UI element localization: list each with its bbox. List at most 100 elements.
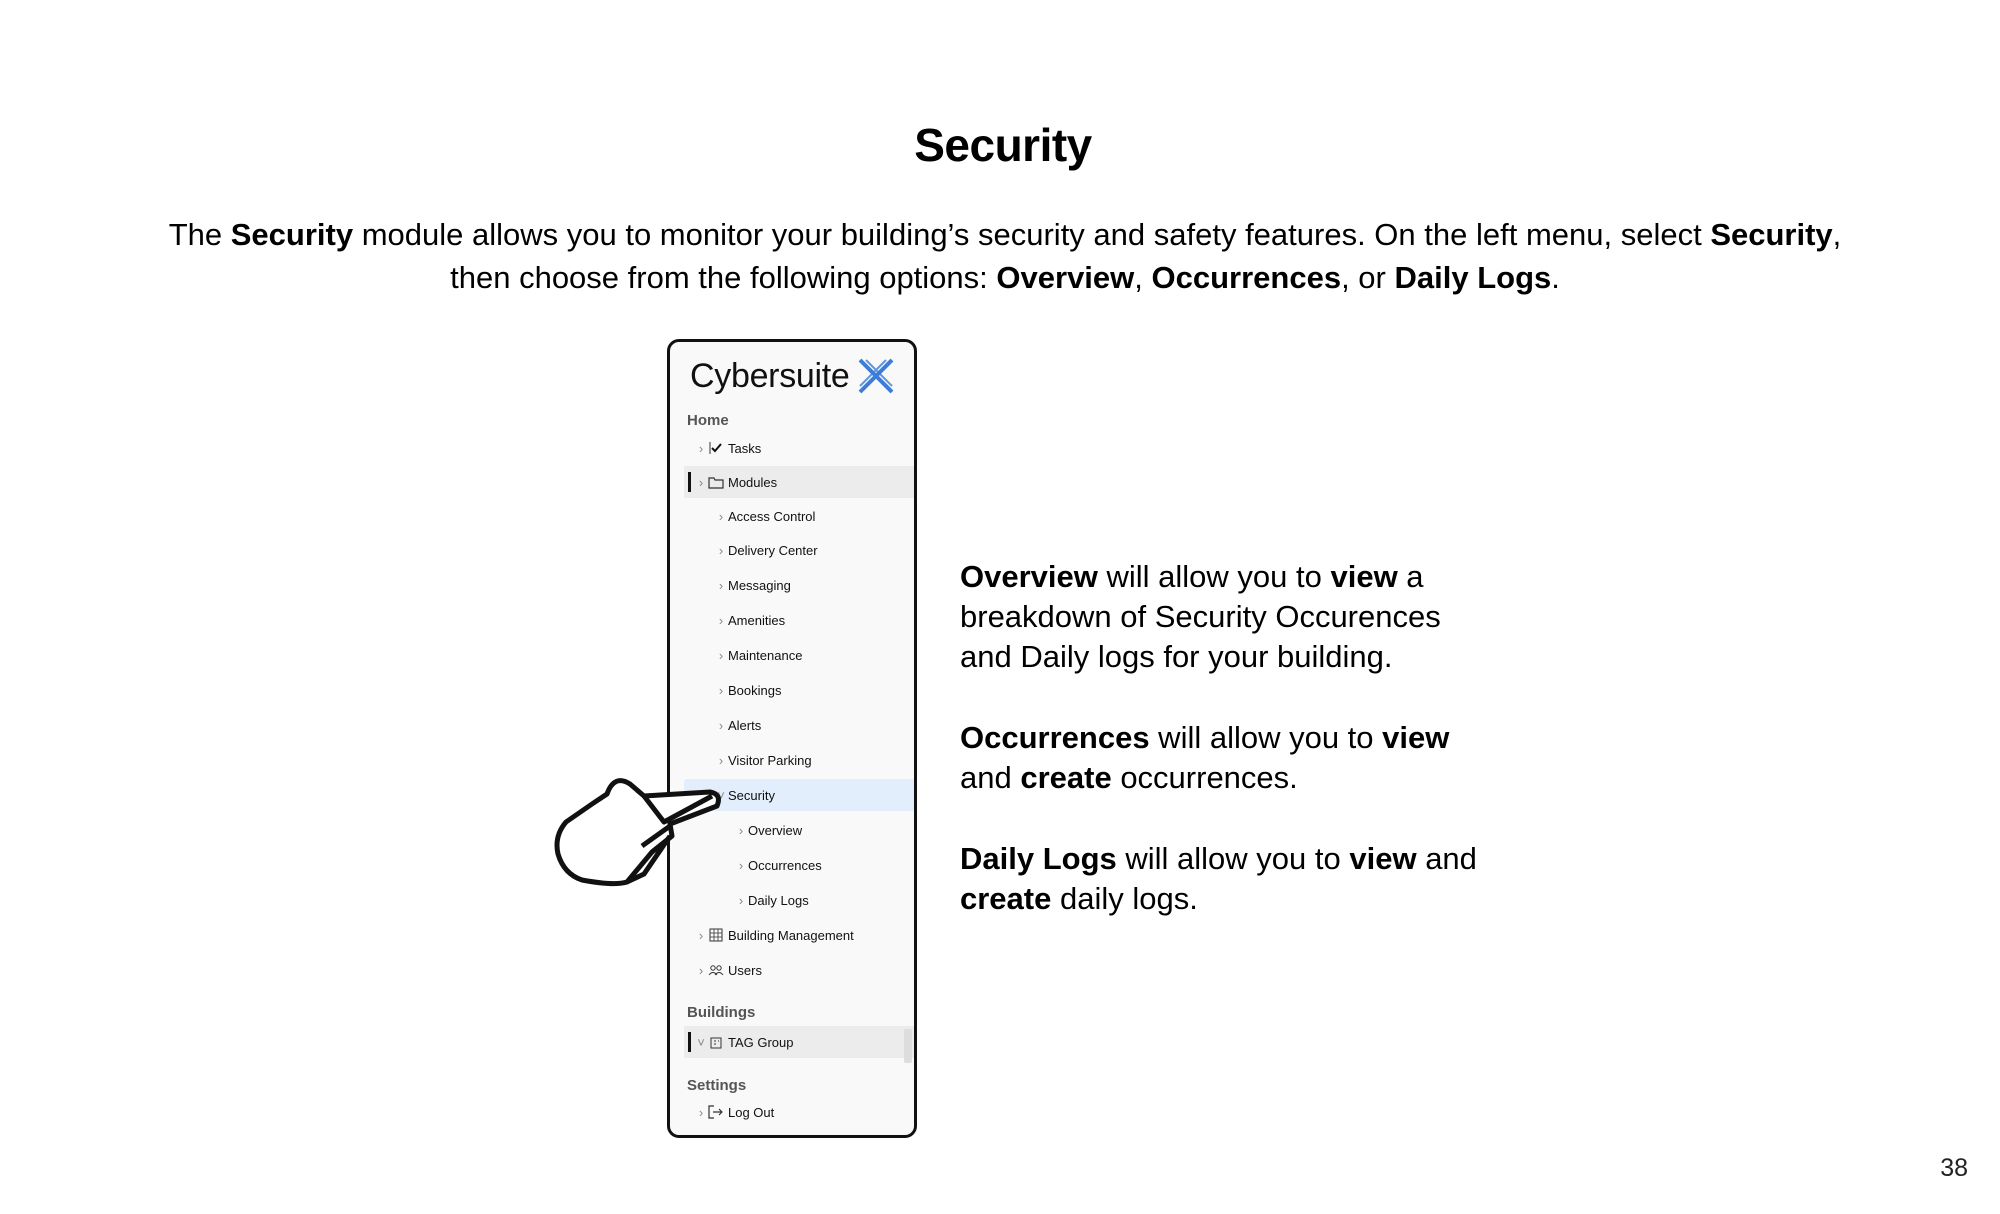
page-title: Security — [914, 119, 1092, 171]
desc-text: will allow you to — [1149, 720, 1383, 755]
sidebar-item-label: Overview — [748, 822, 803, 838]
cybersuite-logo: Cybersuite — [690, 356, 896, 396]
sidebar-item-label: Tasks — [728, 440, 762, 456]
page-number: 38 — [1940, 1154, 1968, 1182]
scrollbar-thumb[interactable] — [904, 1029, 912, 1063]
sidebar-item-label: Visitor Parking — [728, 752, 812, 768]
intro-bold: Overview — [996, 260, 1135, 295]
desc-bold: view — [1349, 841, 1417, 876]
folder-icon — [708, 474, 724, 490]
intro-bold: Occurrences — [1151, 260, 1342, 295]
chevron-right-icon: › — [718, 508, 724, 524]
chevron-right-icon: › — [698, 962, 704, 978]
sidebar-item-label: Users — [728, 962, 762, 978]
sidebar-menu-mockup: Cybersuite Home › Tasks › Modules › Acce… — [667, 339, 917, 1138]
active-indicator — [688, 472, 691, 492]
sidebar-item-modules[interactable]: › Modules — [684, 466, 914, 498]
log-out-icon — [708, 1104, 724, 1120]
chevron-down-icon: ˅ — [697, 1034, 705, 1050]
sidebar-item-visitor-parking[interactable]: › Visitor Parking — [684, 744, 914, 776]
sidebar-item-access-control[interactable]: › Access Control — [684, 500, 914, 532]
desc-bold: create — [960, 881, 1052, 916]
daily-logs-description: Daily Logs will allow you to view and cr… — [960, 839, 1480, 919]
chevron-down-icon: ˅ — [717, 787, 725, 803]
sidebar-item-label: Amenities — [728, 612, 786, 628]
sidebar-item-daily-logs[interactable]: › Daily Logs — [684, 884, 914, 916]
active-indicator — [688, 1032, 691, 1052]
desc-bold: Daily Logs — [960, 841, 1117, 876]
sidebar-item-bookings[interactable]: › Bookings — [684, 674, 914, 706]
sidebar-item-log-out[interactable]: › Log Out — [684, 1096, 914, 1128]
sidebar-item-users[interactable]: › Users — [684, 954, 914, 986]
desc-bold: view — [1382, 720, 1450, 755]
sidebar-item-delivery-center[interactable]: › Delivery Center — [684, 534, 914, 566]
chevron-right-icon: › — [718, 682, 724, 698]
overview-description: Overview will allow you to view a breakd… — [960, 557, 1480, 677]
section-home: Home — [687, 412, 729, 429]
intro-text: The — [168, 217, 231, 252]
intro-text: . — [1551, 260, 1560, 295]
chevron-right-icon: › — [718, 612, 724, 628]
section-settings: Settings — [687, 1077, 747, 1094]
cybersuite-x-icon — [858, 358, 893, 394]
building-icon — [708, 1034, 724, 1050]
intro-bold: Security — [1710, 217, 1833, 252]
sidebar-item-label: Maintenance — [728, 647, 803, 663]
desc-bold: create — [1020, 760, 1112, 795]
desc-text: a breakdown of Security Occurences and D… — [960, 559, 1441, 674]
intro-text: , — [1134, 260, 1152, 295]
sidebar-item-maintenance[interactable]: › Maintenance — [684, 639, 914, 671]
desc-text: will allow you to — [1116, 841, 1350, 876]
intro-text: , then choose from the following options… — [450, 217, 1842, 295]
desc-bold: Occurrences — [960, 720, 1150, 755]
chevron-right-icon: › — [718, 577, 724, 593]
sidebar-item-label: Security — [728, 787, 775, 803]
sidebar-item-occurrences[interactable]: › Occurrences — [684, 849, 914, 881]
sidebar-item-tasks[interactable]: › Tasks — [684, 432, 914, 464]
chevron-right-icon: › — [718, 717, 724, 733]
chevron-right-icon: › — [718, 752, 724, 768]
building-grid-icon — [708, 927, 724, 943]
sidebar-item-label: Modules — [728, 474, 778, 490]
desc-text: will allow you to — [1097, 559, 1331, 594]
sidebar-item-label: Occurrences — [748, 857, 822, 873]
sidebar-item-label: Log Out — [728, 1104, 775, 1120]
occurrences-description: Occurrences will allow you to view and c… — [960, 718, 1480, 798]
intro-text: , or — [1341, 260, 1395, 295]
logo-text: Cybersuite — [690, 356, 850, 395]
chevron-right-icon: › — [738, 822, 744, 838]
sidebar-item-label: Daily Logs — [748, 892, 809, 908]
sidebar-item-label: Bookings — [728, 682, 782, 698]
intro-text: module allows you to monitor your buildi… — [353, 217, 1711, 252]
desc-text: occurrences. — [1111, 760, 1298, 795]
sidebar-item-alerts[interactable]: › Alerts — [684, 709, 914, 741]
sidebar-item-label: TAG Group — [728, 1034, 794, 1050]
chevron-right-icon: › — [698, 474, 704, 490]
desc-text: and — [960, 760, 1021, 795]
chevron-right-icon: › — [698, 1104, 704, 1120]
sidebar-item-tag-group[interactable]: ˅ TAG Group — [684, 1026, 914, 1058]
sidebar-item-overview[interactable]: › Overview — [684, 814, 914, 846]
desc-text: and — [1416, 841, 1477, 876]
chevron-right-icon: › — [698, 440, 704, 456]
chevron-right-icon: › — [738, 892, 744, 908]
chevron-right-icon: › — [718, 647, 724, 663]
pointing-hand-icon — [554, 778, 721, 887]
chevron-right-icon: › — [718, 542, 724, 558]
sidebar-item-label: Building Management — [728, 927, 854, 943]
chevron-right-icon: › — [738, 857, 744, 873]
intro-bold: Daily Logs — [1394, 260, 1552, 295]
desc-text: daily logs. — [1051, 881, 1198, 916]
sidebar-item-label: Messaging — [728, 577, 791, 593]
sidebar-item-label: Access Control — [728, 508, 816, 524]
section-buildings: Buildings — [687, 1004, 756, 1021]
chevron-right-icon: › — [698, 927, 704, 943]
intro-bold: Security — [230, 217, 354, 252]
sidebar-item-messaging[interactable]: › Messaging — [684, 569, 914, 601]
sidebar-item-building-management[interactable]: › Building Management — [684, 919, 914, 951]
users-icon — [708, 962, 724, 978]
sidebar-item-label: Alerts — [728, 717, 762, 733]
sidebar-item-amenities[interactable]: › Amenities — [684, 604, 914, 636]
sidebar-item-security[interactable]: ˅ Security — [684, 779, 914, 811]
desc-bold: view — [1330, 559, 1398, 594]
